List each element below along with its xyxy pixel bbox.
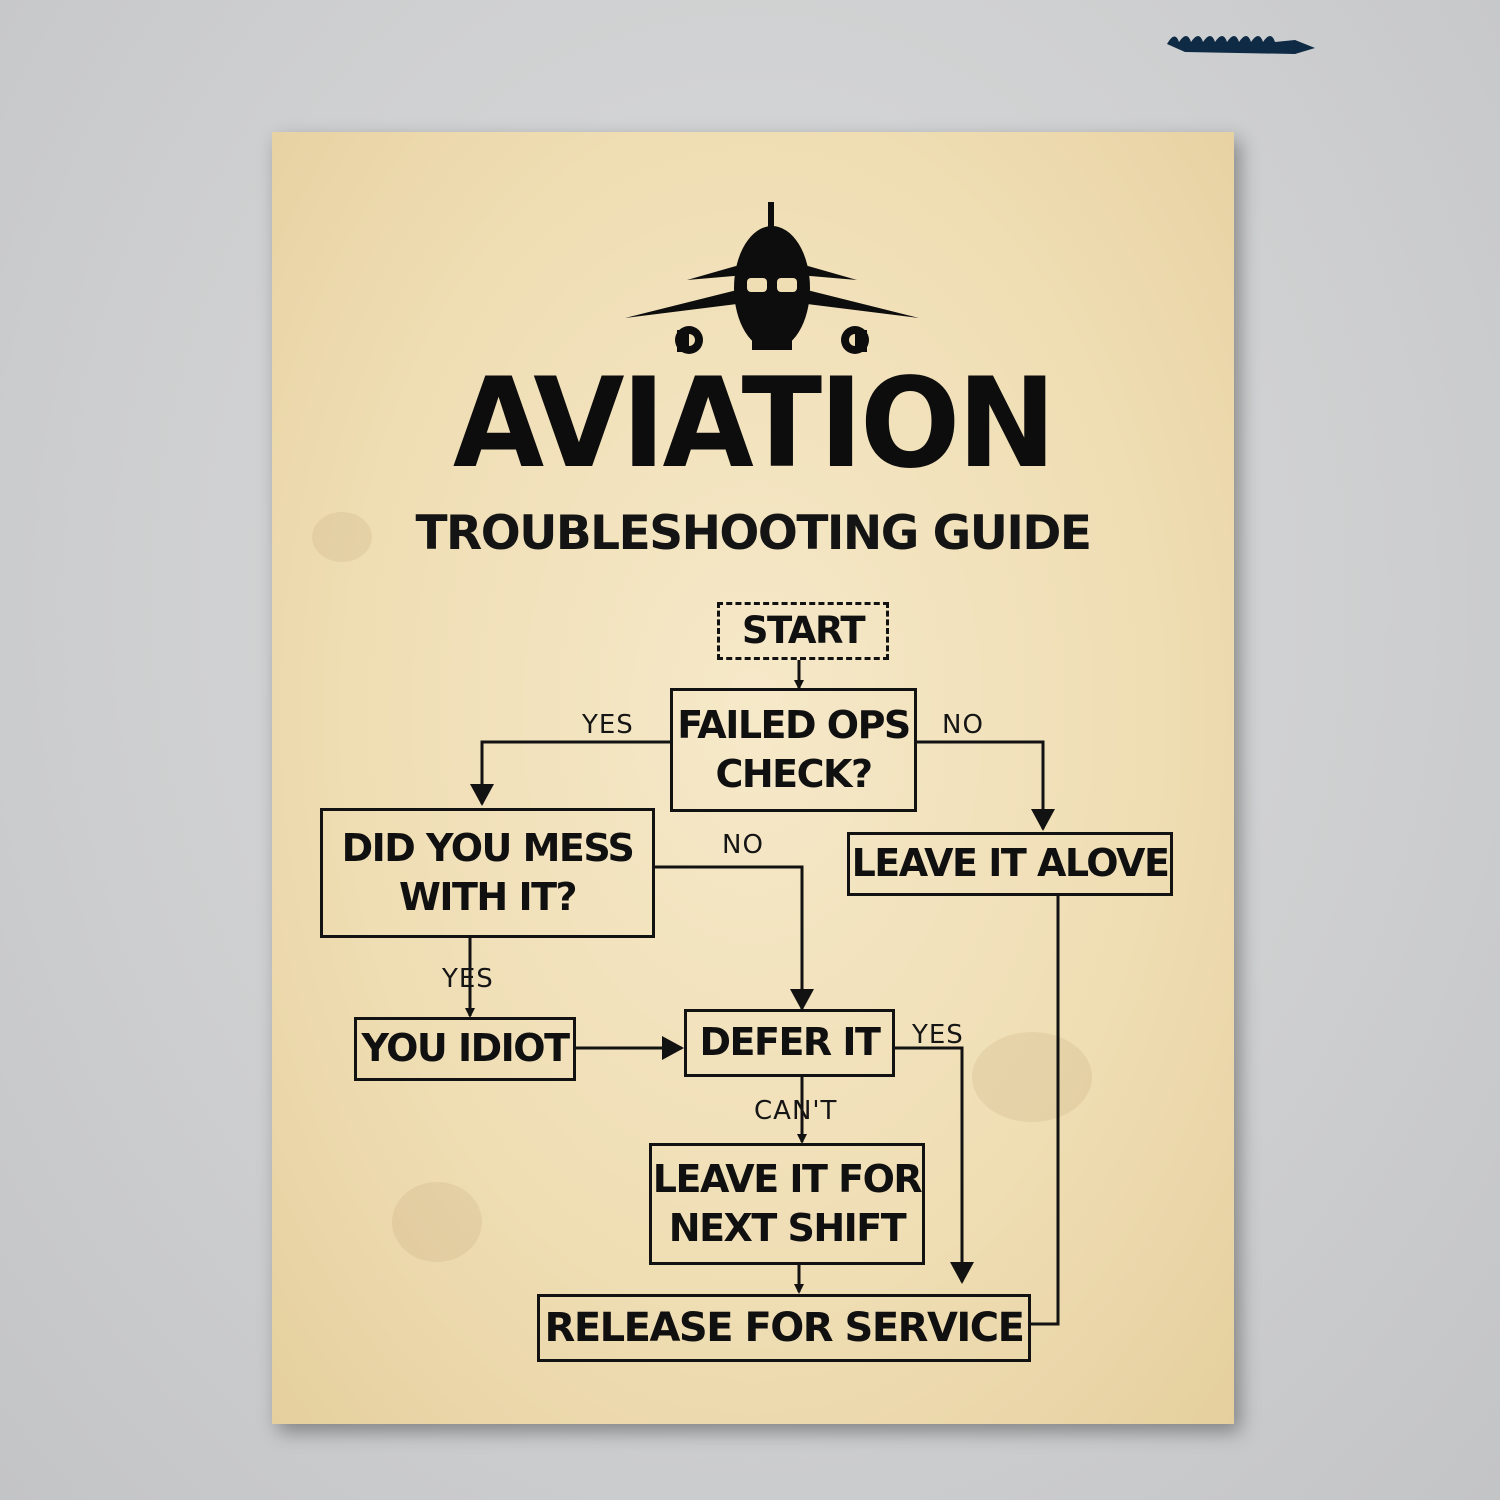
flowchart-connectors: [465, 660, 1060, 1326]
node-defer-it: DEFER IT: [684, 1009, 895, 1077]
edge-label-mess-yes: YES: [442, 964, 494, 994]
edge-mess-defer: [655, 865, 814, 1011]
edge-leave-release: [1030, 895, 1060, 1326]
node-next-shift: LEAVE IT FOR NEXT SHIFT: [649, 1143, 925, 1265]
poster-subtitle: TROUBLESHOOTING GUIDE: [415, 506, 1092, 561]
edge-label-defer-yes: YES: [912, 1020, 964, 1050]
wave-logo-icon: [1167, 36, 1315, 54]
node-release-for-service: RELEASE FOR SERVICE: [537, 1294, 1031, 1362]
edge-label-mess-no: NO: [722, 830, 764, 860]
node-did-you-mess: DID YOU MESS WITH IT?: [320, 808, 655, 938]
edge-failed-mess: [470, 740, 670, 806]
poster: AVIATION TROUBLESHOOTING GUIDE: [272, 132, 1234, 1424]
node-leave-it-alone: LEAVE IT ALOVE: [847, 832, 1173, 896]
airplane-icon: [625, 202, 919, 354]
edge-defer-release: [895, 1046, 974, 1284]
edge-label-failed-yes: YES: [582, 710, 634, 740]
edge-failed-leave: [917, 740, 1055, 831]
edge-label-failed-no: NO: [942, 710, 984, 740]
edge-label-defer-cant: CAN'T: [754, 1096, 838, 1126]
node-you-idiot: YOU IDIOT: [354, 1017, 576, 1081]
node-failed-ops-check: FAILED OPS CHECK?: [670, 688, 917, 812]
poster-title: AVIATION: [452, 350, 1056, 496]
node-start: START: [717, 602, 889, 660]
